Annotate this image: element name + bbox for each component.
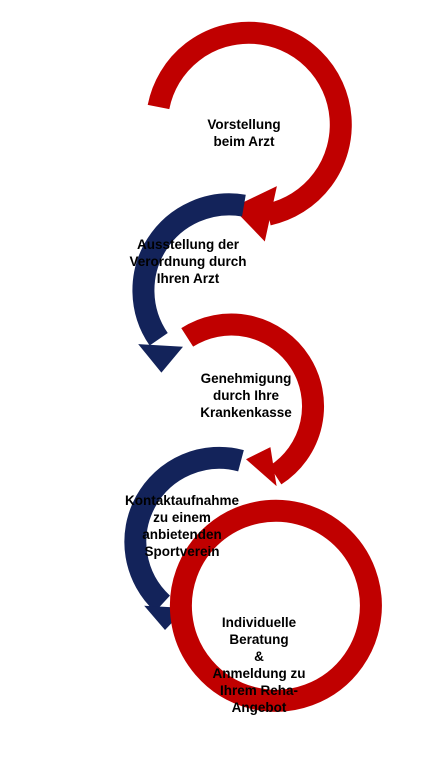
step-4-label: Kontaktaufnahme zu einem anbietenden Spo…	[124, 493, 239, 559]
arrow-step-1	[147, 21, 352, 226]
arrow-step-3	[181, 313, 325, 485]
arrow-step-4	[124, 446, 244, 612]
arrowhead-step-1	[232, 186, 277, 242]
step-3-label: Genehmigung durch Ihre Krankenkasse	[200, 371, 292, 420]
step-5-label: Individuelle Beratung & Anmeldung zu Ihr…	[212, 615, 306, 715]
arrowhead-step-3	[246, 447, 277, 487]
arrowhead-step-2	[138, 344, 183, 373]
arrow-step-2	[132, 193, 246, 346]
step-2-label: Ausstellung der Verordnung durch Ihren A…	[129, 237, 247, 286]
ring-step-5	[169, 499, 382, 712]
step-1-label: Vorstellung beim Arzt	[207, 117, 281, 149]
